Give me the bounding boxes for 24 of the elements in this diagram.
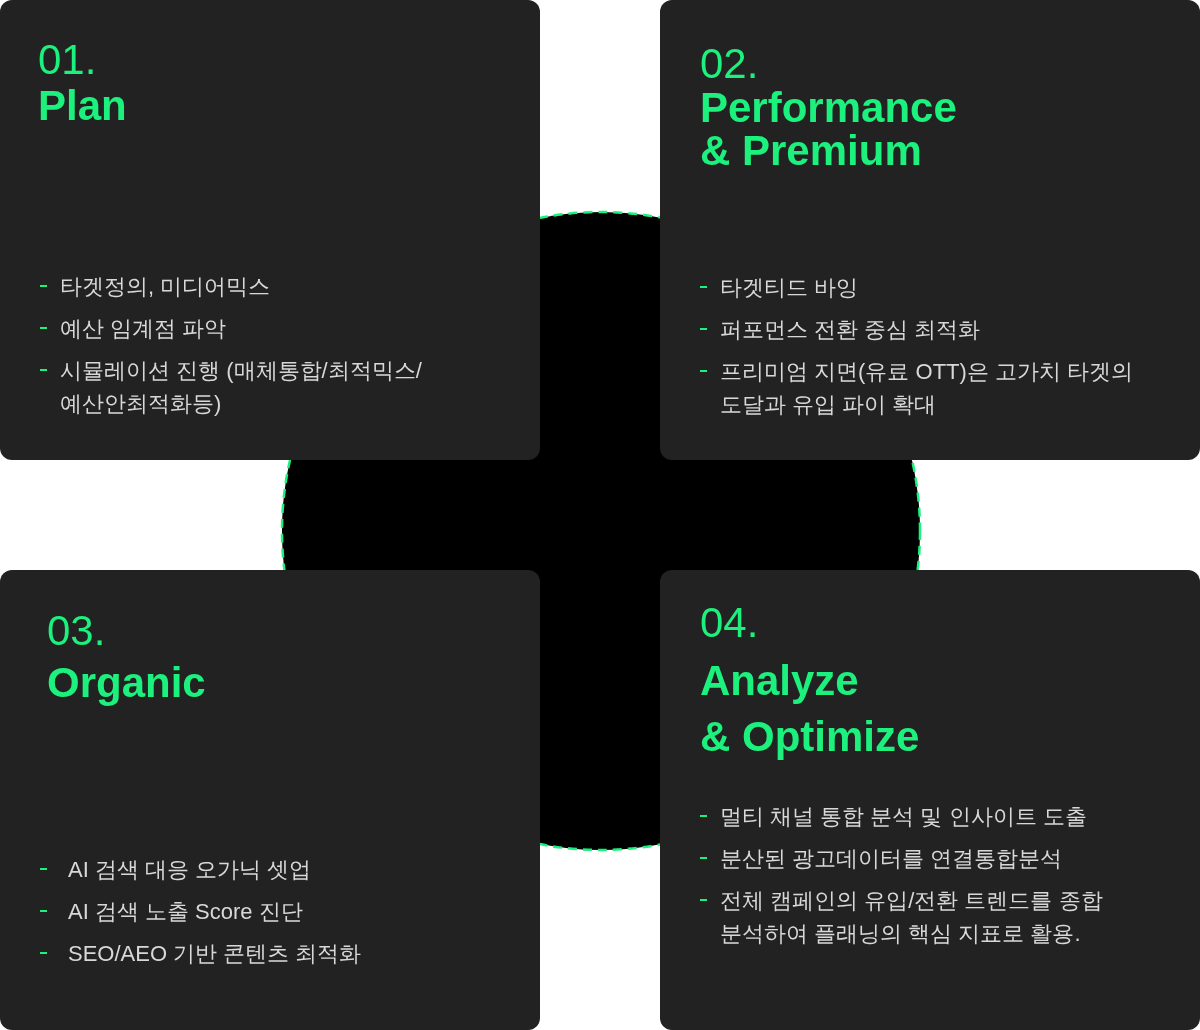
step-title: Organic (47, 661, 206, 706)
step-number: 04. (700, 599, 759, 648)
bullet-text: 분산된 광고데이터를 연결통합분석 (720, 845, 1063, 873)
bullet-text: 시뮬레이션 진행 (매체통합/최적믹스/예산안최적화등) (60, 357, 423, 418)
bullet-text: SEO/AEO 기반 콘텐츠 최적화 (68, 940, 362, 968)
step-title: Plan (38, 84, 127, 129)
bullet-text: 퍼포먼스 전환 중심 최적화 (720, 316, 981, 344)
step-card (0, 570, 540, 1030)
step-number: 01. (38, 36, 97, 85)
step-card (660, 570, 1200, 1030)
step-number: 02. (700, 40, 759, 89)
step-card (0, 0, 540, 460)
step-card (660, 0, 1200, 460)
bullet-text: 멀티 채널 통합 분석 및 인사이트 도출 (720, 803, 1087, 831)
bullet-text: AI 검색 노출 Score 진단 (68, 898, 303, 926)
bullet-text: AI 검색 대응 오가닉 셋업 (68, 856, 312, 884)
step-number: 03. (47, 607, 106, 656)
bullet-text: 타겟티드 바잉 (720, 274, 859, 302)
step-title: Analyze & Optimize (700, 656, 920, 762)
bullet-text: 예산 임계점 파악 (60, 315, 227, 343)
bullet-text: 전체 캠페인의 유입/전환 트렌드를 종합 분석하여 플래닝의 핵심 지표로 활용. (720, 887, 1104, 948)
bullet-text: 프리미엄 지면(유료 OTT)은 고가치 타겟의 도달과 유입 파이 확대 (720, 358, 1135, 419)
bullet-text: 타겟정의, 미디어믹스 (60, 273, 271, 301)
step-title: Performance & Premium (700, 86, 957, 173)
